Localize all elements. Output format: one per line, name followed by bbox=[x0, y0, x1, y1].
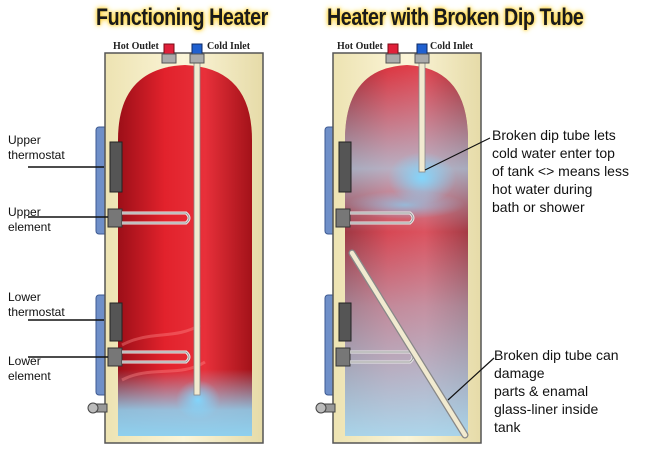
title-functioning-heater: Functioning Heater bbox=[96, 4, 268, 31]
broken-dip-tube-heater bbox=[315, 43, 495, 444]
cold-inlet-label-left: Cold Inlet bbox=[207, 41, 251, 52]
note-line: Broken dip tube lets bbox=[492, 127, 616, 143]
label-line: Upper bbox=[8, 133, 41, 147]
note-line: hot water during bbox=[492, 181, 593, 197]
label-line: Upper bbox=[8, 205, 41, 219]
note-line: glass-liner inside bbox=[494, 401, 599, 417]
label-lower-thermostat: Lower thermostat bbox=[8, 290, 88, 320]
note-line: damage bbox=[494, 365, 545, 381]
note-line: cold water enter top bbox=[492, 145, 615, 161]
upper-element bbox=[335, 208, 415, 228]
cold-spread bbox=[345, 191, 465, 219]
functioning-heater bbox=[28, 43, 264, 444]
label-line: Lower bbox=[8, 290, 41, 304]
lower-thermostat bbox=[109, 302, 123, 342]
cold-inlet-fitting bbox=[189, 53, 205, 64]
hot-outlet-port bbox=[387, 43, 399, 55]
fallen-dip-tube-core bbox=[349, 250, 468, 438]
note-line: bath or shower bbox=[492, 199, 585, 215]
pointer-broken-tube-top bbox=[424, 137, 491, 171]
drain-valve bbox=[315, 402, 336, 414]
note-line: tank bbox=[494, 419, 521, 435]
cold-inlet-label-right: Cold Inlet bbox=[430, 41, 474, 52]
label-line: Lower bbox=[8, 354, 41, 368]
cold-inflow-plume bbox=[176, 380, 220, 420]
dip-tube bbox=[193, 59, 201, 396]
label-lower-element: Lower element bbox=[8, 354, 88, 384]
hot-outlet-fitting bbox=[385, 53, 401, 64]
cold-water-layer bbox=[118, 65, 252, 436]
label-line: thermostat bbox=[8, 305, 65, 319]
upper-thermostat bbox=[338, 141, 352, 193]
hot-outlet-label-left: Hot Outlet bbox=[113, 41, 159, 52]
cold-inlet-fitting bbox=[414, 53, 430, 64]
note-line: parts & enamal bbox=[494, 383, 589, 399]
label-line: element bbox=[8, 369, 51, 383]
cold-inlet-port bbox=[416, 43, 428, 55]
note-line: Broken dip tube can bbox=[494, 347, 619, 363]
broken-dip-tube-stub bbox=[418, 59, 426, 173]
cold-inlet-port bbox=[191, 43, 203, 55]
label-upper-thermostat: Upper thermostat bbox=[8, 133, 88, 163]
pointer-broken-tube-bottom bbox=[447, 357, 495, 401]
title-broken-dip-tube: Heater with Broken Dip Tube bbox=[327, 4, 584, 31]
label-upper-element: Upper element bbox=[8, 205, 88, 235]
upper-thermostat bbox=[109, 141, 123, 193]
note-broken-tube-less-hot-water: Broken dip tube lets cold water enter to… bbox=[492, 126, 657, 216]
note-line: of tank <> means less bbox=[492, 163, 629, 179]
lower-thermostat bbox=[338, 302, 352, 342]
note-broken-tube-damage: Broken dip tube can damage parts & enama… bbox=[494, 346, 657, 436]
cold-water-mixing bbox=[345, 65, 468, 436]
drain-valve bbox=[87, 402, 108, 414]
label-line: thermostat bbox=[8, 148, 65, 162]
upper-element bbox=[107, 208, 191, 228]
hot-outlet-port bbox=[163, 43, 175, 55]
label-line: element bbox=[8, 220, 51, 234]
hot-outlet-fitting bbox=[161, 53, 177, 64]
hot-outlet-label-right: Hot Outlet bbox=[337, 41, 383, 52]
